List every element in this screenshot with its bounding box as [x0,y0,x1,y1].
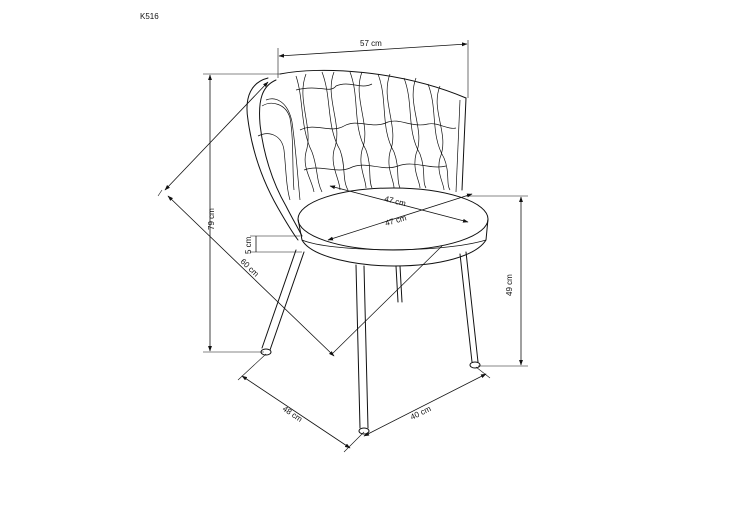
label-depth: 48 cm [281,404,304,424]
label-seat-width: 47 cm [384,213,408,228]
label-total-height: 79 cm [207,208,216,230]
dimension-seat-height: 49 cm [466,195,528,367]
dimension-depth: 48 cm [237,353,365,453]
arm-loop-3 [265,98,301,201]
leg-back-right [465,251,479,363]
leg-front-right [363,265,369,429]
dimension-leg-spacing: 40 cm [363,366,491,437]
label-seat-height: 49 cm [505,274,514,296]
dimension-diagonal: 60 cm [157,81,335,357]
model-code: K516 [140,12,159,21]
leg-back-left [399,265,403,303]
leg-front-left [269,251,305,351]
dimension-total-height: 79 cm [203,73,280,353]
dimension-seat-thickness: 5 cm [244,235,302,254]
back-frame [246,77,299,241]
back-top-rail [279,69,467,99]
label-diagonal: 60 cm [239,257,261,279]
label-seat-thickness: 5 cm [244,236,253,254]
label-width: 57 cm [360,39,382,48]
dimension-width: 57 cm [277,39,469,98]
label-seat-depth: 47 cm [384,194,408,208]
back-right-post [461,97,467,191]
woven-back [295,71,457,193]
arm-loop-1 [261,103,295,191]
